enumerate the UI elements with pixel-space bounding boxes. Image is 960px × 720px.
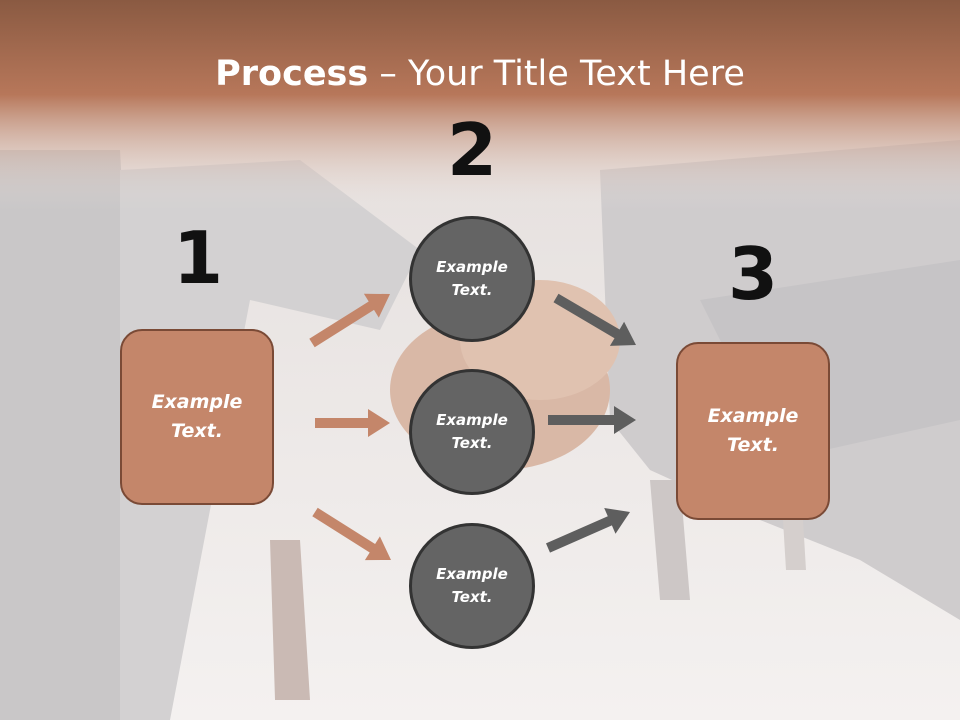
step-number-1: 1 xyxy=(172,216,224,300)
arrow-1-to-2-middle xyxy=(315,409,390,437)
title-rest: – Your Title Text Here xyxy=(368,54,745,94)
arrow-1-to-2-bottom xyxy=(312,507,391,561)
step-2-circle-middle: Example Text. xyxy=(409,369,535,495)
slide-title: Process – Your Title Text Here xyxy=(0,52,960,96)
step-2-circle-bottom: Example Text. xyxy=(409,523,535,649)
arrows-to-step-3 xyxy=(546,293,636,553)
step-3-box: Example Text. xyxy=(676,342,830,520)
arrow-2-bottom-to-3 xyxy=(546,508,630,553)
arrow-1-to-2-top xyxy=(309,293,390,348)
circle-middle-label: Example Text. xyxy=(436,411,508,452)
arrow-2-middle-to-3 xyxy=(548,406,636,434)
arrows-to-step-2 xyxy=(309,293,391,561)
step-number-3: 3 xyxy=(727,232,779,316)
circle-bottom-label: Example Text. xyxy=(436,565,508,606)
step-number-2: 2 xyxy=(446,108,498,192)
step-1-box: Example Text. xyxy=(120,329,274,505)
arrow-2-top-to-3 xyxy=(553,293,636,346)
step-2-circle-top: Example Text. xyxy=(409,216,535,342)
title-bold: Process xyxy=(215,54,369,94)
circle-top-label: Example Text. xyxy=(436,258,508,299)
step-1-label: Example Text. xyxy=(151,391,243,442)
step-3-label: Example Text. xyxy=(707,405,799,456)
